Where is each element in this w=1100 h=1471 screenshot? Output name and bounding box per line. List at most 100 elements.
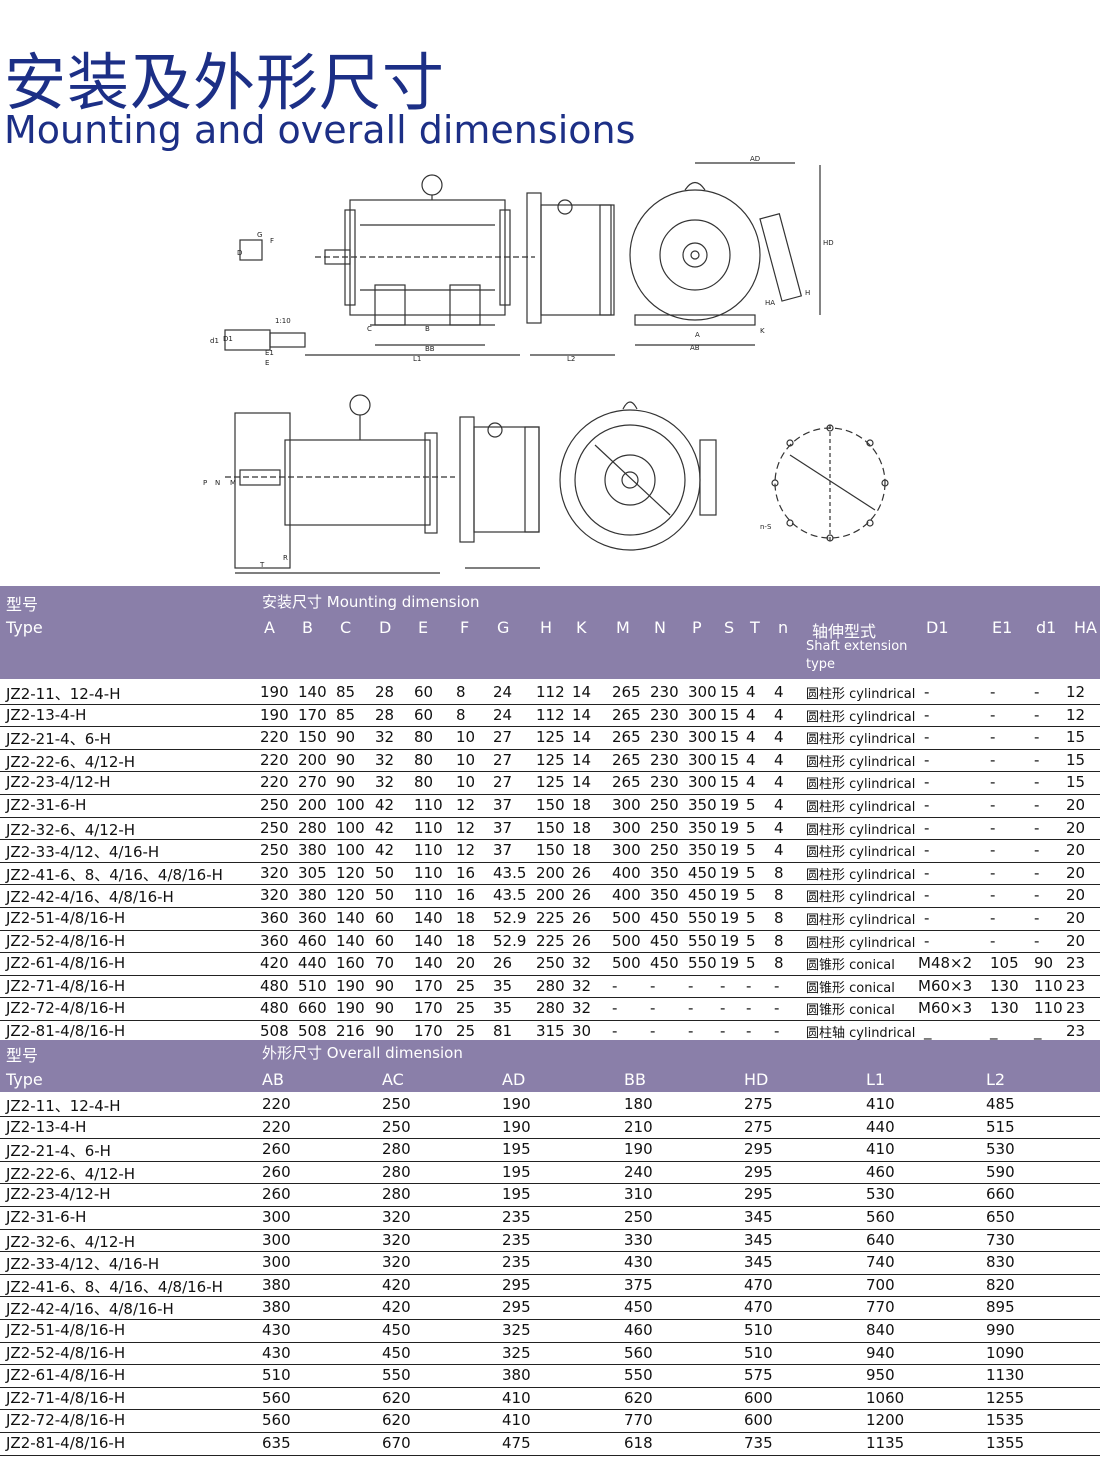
cell-HA: 20 <box>1066 796 1086 814</box>
cell-K: 30 <box>572 1022 592 1040</box>
cell-H: 125 <box>536 728 565 747</box>
cell-L2: 730 <box>986 1230 1015 1249</box>
row-type: JZ2-22-6、4/12-H <box>6 1164 136 1183</box>
cell-E: 80 <box>414 728 434 747</box>
cell-F: 25 <box>456 976 476 995</box>
cell-A: 480 <box>260 976 289 995</box>
cell-d1: - <box>1034 773 1040 792</box>
cell-M: 500 <box>612 954 641 973</box>
cell-BB: 210 <box>624 1117 653 1136</box>
cell-AB: 300 <box>262 1253 291 1272</box>
cell-N: 250 <box>650 841 679 860</box>
cell-D1: - <box>924 931 930 950</box>
cell-F: 12 <box>456 841 476 860</box>
cell-n: 8 <box>774 931 784 950</box>
cell-HD: 575 <box>744 1366 773 1385</box>
dim-E1: E1 <box>265 349 274 357</box>
cell-L2: 515 <box>986 1117 1015 1136</box>
cell-AD: 475 <box>502 1434 531 1452</box>
cell-A: 508 <box>260 1022 289 1040</box>
cell-HD: 735 <box>744 1434 773 1452</box>
row-type: JZ2-31-6-H <box>6 796 87 814</box>
cell-L2: 650 <box>986 1208 1015 1226</box>
col-header-K: K <box>576 618 587 637</box>
cell-D1: - <box>924 818 930 837</box>
cell-BB: 375 <box>624 1275 653 1294</box>
cell-P: 450 <box>688 863 717 882</box>
cell-G: 43.5 <box>493 863 527 882</box>
page-title-cn: 安装及外形尺寸 <box>4 46 446 119</box>
cell-C: 85 <box>336 705 356 724</box>
cell-C: 85 <box>336 683 356 701</box>
dim-C: C <box>367 325 372 333</box>
row-type: JZ2-42-4/16、4/8/16-H <box>6 888 174 907</box>
row-type: JZ2-71-4/8/16-H <box>6 976 126 995</box>
cell-H: 150 <box>536 841 565 860</box>
shaft-label-cn: 轴伸型式 <box>812 622 877 641</box>
cell-M: 300 <box>612 818 641 837</box>
row-type: JZ2-23-4/12-H <box>6 773 111 792</box>
cell-N: 230 <box>650 750 679 769</box>
col-header-E: E <box>418 618 429 637</box>
cell-K: 14 <box>572 683 592 701</box>
dim-A: A <box>695 331 700 339</box>
cell-BB: 180 <box>624 1095 653 1113</box>
col-header-AB: AB <box>262 1070 284 1089</box>
cell-P: 350 <box>688 841 717 860</box>
cell-G: 35 <box>493 976 513 995</box>
cell-K: 32 <box>572 999 592 1018</box>
cell-AD: 410 <box>502 1388 531 1407</box>
row-type: JZ2-61-4/8/16-H <box>6 1366 126 1385</box>
cell-T: - <box>746 976 752 995</box>
cell-D1: - <box>924 773 930 792</box>
cell-C: 120 <box>336 863 365 882</box>
flange-bolt-circle <box>771 424 889 542</box>
cell-F: 12 <box>456 818 476 837</box>
cell-d1: - <box>1034 796 1040 814</box>
dim-D: D <box>237 249 242 257</box>
cell-D: 90 <box>375 976 395 995</box>
cell-K: 26 <box>572 886 592 905</box>
cell-C: 90 <box>336 773 356 792</box>
cell-G: 26 <box>493 954 513 973</box>
row-type: JZ2-41-6、8、4/16、4/8/16-H <box>6 865 223 884</box>
cell-G: 24 <box>493 683 513 701</box>
cell-d1: - <box>1034 863 1040 882</box>
cell-shaft-type: 圆柱形 cylindrical <box>806 822 916 838</box>
cell-HA: 20 <box>1066 931 1086 950</box>
cell-H: 200 <box>536 863 565 882</box>
cell-K: 26 <box>572 909 592 927</box>
cell-B: 140 <box>298 683 327 701</box>
cell-n: 4 <box>774 818 784 837</box>
cell-S: 15 <box>720 705 740 724</box>
dim-AD: AD <box>750 155 760 163</box>
cell-T: 5 <box>746 796 756 814</box>
cell-F: 20 <box>456 954 476 973</box>
cell-D: 70 <box>375 954 395 973</box>
cell-AB: 380 <box>262 1275 291 1294</box>
cell-AB: 430 <box>262 1321 291 1339</box>
cell-AC: 320 <box>382 1253 411 1272</box>
mounting-section-title: 安装尺寸 Mounting dimension <box>262 593 480 611</box>
cell-T: 5 <box>746 931 756 950</box>
cell-BB: 560 <box>624 1343 653 1362</box>
motor-side-view-top <box>224 174 535 356</box>
cell-BB: 620 <box>624 1388 653 1407</box>
cell-AB: 560 <box>262 1388 291 1407</box>
cell-BB: 618 <box>624 1434 653 1452</box>
motor-front-view-top <box>629 162 821 346</box>
dim-d1: d1 <box>210 337 219 345</box>
cell-B: 380 <box>298 841 327 860</box>
col-header-A: A <box>264 618 275 637</box>
cell-AB: 300 <box>262 1230 291 1249</box>
cell-AB: 300 <box>262 1208 291 1226</box>
row-type: JZ2-21-4、6-H <box>6 730 111 749</box>
cell-L2: 1255 <box>986 1388 1025 1407</box>
cell-shaft-type: 圆柱轴 cylindrical <box>806 1026 916 1041</box>
